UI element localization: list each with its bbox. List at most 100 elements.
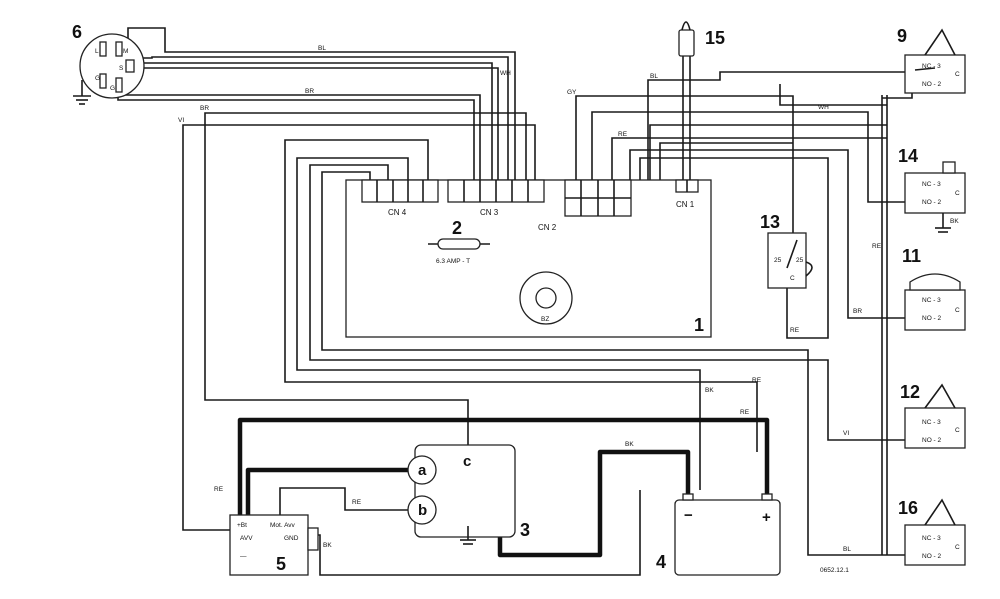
sw14-pins: NC - 3 NO - 2 C: [922, 181, 960, 206]
wire-label-bk-mid: BK: [705, 387, 714, 394]
wire-label-br-11: BR: [853, 308, 862, 315]
label-switch9-number: 9: [897, 26, 907, 46]
connector-cn4: [361, 179, 439, 203]
connector-cn2: [564, 179, 632, 217]
heavy-wire-relay-a: [245, 467, 410, 515]
svg-text:NC - 3: NC - 3: [922, 419, 941, 426]
relay-term-c: c: [463, 453, 471, 470]
wire-label-re-bus: RE: [872, 243, 882, 250]
wire-label-bl-16: BL: [843, 546, 851, 553]
label-fuse-number: 2: [452, 218, 462, 238]
wire-br-key: [123, 90, 481, 180]
keyswitch-pin-l: L: [95, 48, 99, 55]
relay-term-a: a: [418, 462, 427, 479]
wire-bl-9: [647, 71, 912, 180]
wire-wh-9: [779, 84, 887, 106]
wire-label-vi-top: VI: [178, 117, 184, 124]
sw11-pins: NC - 3 NO - 2 C: [922, 297, 960, 322]
ctrl-gnd: GND: [284, 535, 299, 542]
key-switch: [73, 33, 145, 105]
wire-br-relay: [204, 112, 527, 448]
svg-text:C: C: [955, 71, 960, 78]
svg-text:C: C: [955, 190, 960, 197]
wire-bl-keyswitch: [127, 27, 516, 180]
label-controller-number: 5: [276, 554, 286, 574]
label-cn3: CN 3: [480, 208, 499, 217]
relay-term-b: b: [418, 502, 427, 519]
sw9-pins: NC - 3 NO - 2 C: [922, 63, 960, 88]
label-cn4: CN 4: [388, 208, 407, 217]
label-switch13-number: 13: [760, 212, 780, 232]
svg-text:NC - 3: NC - 3: [922, 297, 941, 304]
keyswitch-pin-m: M: [123, 48, 128, 55]
label-switch14-number: 14: [898, 146, 918, 166]
svg-text:NO - 2: NO - 2: [922, 81, 942, 88]
fuse-symbol: [428, 238, 490, 250]
wire-label-br-top: BR: [305, 88, 314, 95]
sw13-pin1: 25: [774, 257, 782, 264]
label-relay-number: 3: [520, 520, 530, 540]
heavy-wire-re-bt: [237, 417, 770, 515]
svg-text:C: C: [955, 427, 960, 434]
wire-label-re-relay-b: RE: [352, 499, 362, 506]
wire-br-key-2: [117, 90, 475, 180]
label-buzzer: BZ: [541, 316, 549, 323]
buzzer: [519, 271, 573, 325]
sw13-pin2: 25: [796, 257, 804, 264]
switch-9: [904, 28, 966, 94]
wire-label-bl-cn1: BL: [650, 73, 658, 80]
keyswitch-pin-s: S: [119, 65, 124, 72]
wire-cn2-re: [611, 137, 887, 180]
wire-label-wh-right: WH: [818, 104, 829, 111]
wire-label-bl-top: BL: [318, 45, 326, 52]
wire-bl-keyswitch-2: [132, 56, 509, 180]
wire-vi: [182, 124, 536, 531]
sw16-pins: NC - 3 NO - 2 C: [922, 535, 960, 560]
battery-pos: +: [762, 509, 771, 526]
wire-label-re-bat-1: RE: [752, 377, 762, 384]
wire-label-re-13: RE: [790, 327, 800, 334]
wire-gy: [575, 95, 794, 245]
ctrl-minus: —: [240, 553, 247, 560]
lamp: [678, 21, 695, 57]
ctrl-mot: Mot. Avv: [270, 522, 296, 529]
svg-text:NC - 3: NC - 3: [922, 63, 941, 70]
wire-label-wh-top: WH: [500, 70, 511, 77]
wire-label-bk-14: BK: [950, 218, 959, 225]
label-battery-number: 4: [656, 552, 666, 572]
label-switch12-number: 12: [900, 382, 920, 402]
sw12-pins: NC - 3 NO - 2 C: [922, 419, 960, 444]
label-lamp-number: 15: [705, 28, 725, 48]
controller: [229, 514, 319, 576]
switch-14: [904, 161, 966, 233]
label-switch16-number: 16: [898, 498, 918, 518]
label-fuse-rating: 6.3 AMP - T: [436, 258, 470, 265]
wire-cn4-loop-4: [321, 171, 912, 556]
label-cn2: CN 2: [538, 223, 557, 232]
wire-label-vi-12: VI: [843, 430, 849, 437]
diagram-code: 0652.12.1: [820, 567, 849, 574]
svg-text:C: C: [955, 307, 960, 314]
relay: [407, 444, 516, 545]
wire-label-br-mid: BR: [200, 105, 209, 112]
svg-text:NO - 2: NO - 2: [922, 437, 942, 444]
wire-label-bk-bat: BK: [625, 441, 634, 448]
label-board-number: 1: [694, 315, 704, 335]
label-switch11-number: 11: [902, 246, 921, 266]
battery: [674, 493, 781, 576]
battery-neg: −: [684, 507, 693, 524]
sw13-pin3: C: [790, 275, 795, 282]
wire-label-gy: GY: [567, 89, 577, 96]
switch-11: [904, 273, 966, 331]
ctrl-avv: AVV: [240, 535, 253, 542]
keyswitch-pin-g1: G: [95, 75, 100, 82]
connector-cn3: [447, 179, 545, 203]
wire-label-re-ctrl: RE: [214, 486, 224, 493]
svg-text:NC - 3: NC - 3: [922, 535, 941, 542]
ctrl-bt: +Bt: [237, 522, 247, 529]
switch-16: [904, 498, 966, 566]
svg-text:NO - 2: NO - 2: [922, 315, 942, 322]
wire-cn4-loop-3: [309, 164, 912, 441]
svg-text:NO - 2: NO - 2: [922, 199, 942, 206]
